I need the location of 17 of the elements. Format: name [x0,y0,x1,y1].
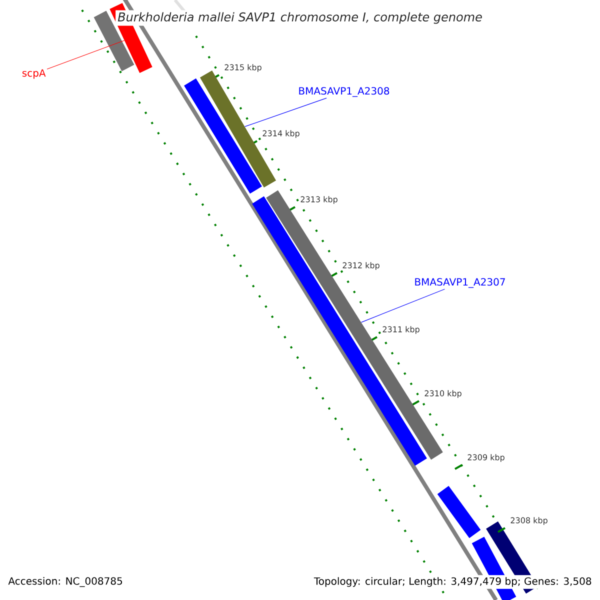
tick-label: 2311 kbp [382,326,420,334]
tick-label: 2312 kbp [342,262,380,270]
footer-text: Accession: NC_008785 [6,575,125,589]
leader-line [244,98,327,127]
title: Burkholderia mallei SAVP1 chromosome I, complete genome [116,10,484,26]
leader-line [361,288,445,323]
gene-label: scpA [22,69,46,79]
tick-label: 2315 kbp [224,64,262,72]
gene-label: BMASAVP1_A2308 [299,87,390,97]
gene-label: BMASAVP1_A2307 [415,278,505,288]
footer-text: Topology: circular; Length: 3,497,479 bp; Genes: 3,508 [312,575,594,589]
tick-label: 2314 kbp [262,130,300,138]
leader-line [46,40,125,70]
tick-label: 2313 kbp [300,196,338,204]
tick-label: 2310 kbp [424,390,462,398]
tick-label: 2308 kbp [510,517,548,525]
tick-label: 2309 kbp [468,454,504,462]
